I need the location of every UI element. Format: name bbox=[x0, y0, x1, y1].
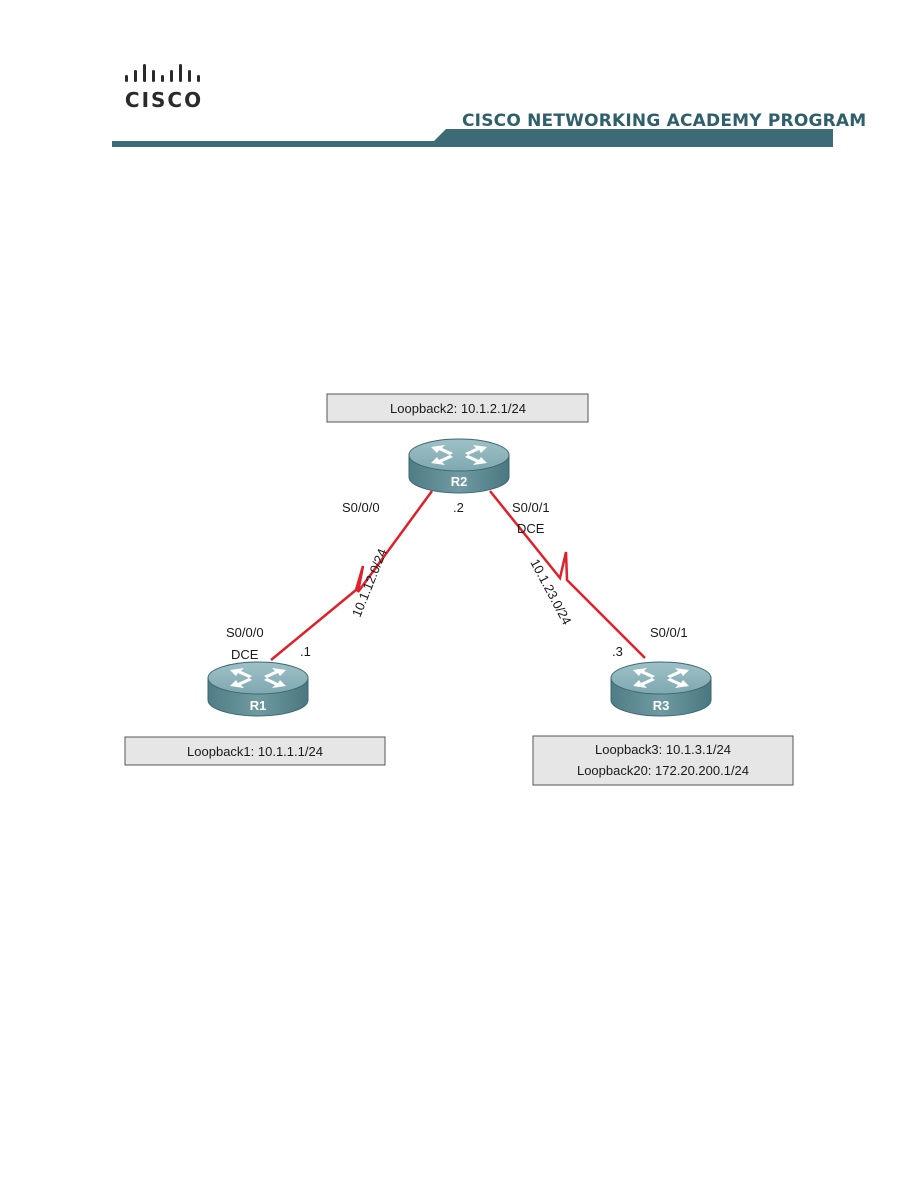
loopback-label: Loopback20: 172.20.200.1/24 bbox=[577, 763, 749, 778]
router-label: R1 bbox=[250, 698, 267, 713]
program-title: CISCO NETWORKING ACADEMY PROGRAM bbox=[462, 111, 867, 131]
loopback-label: Loopback2: 10.1.2.1/24 bbox=[390, 401, 526, 416]
loopback-label: Loopback3: 10.1.3.1/24 bbox=[595, 742, 731, 757]
serial-link-r1-r2 bbox=[270, 490, 434, 661]
router-r3: R3 bbox=[610, 661, 712, 717]
router-r1: R1 bbox=[207, 661, 309, 717]
page-header: CISCO CISCO NETWORKING ACADEMY PROGRAM bbox=[0, 0, 918, 160]
header-accent-bar bbox=[112, 129, 833, 147]
cisco-logo-word: CISCO bbox=[124, 88, 204, 112]
loopback-box-r3: Loopback3: 10.1.3.1/24 Loopback20: 172.2… bbox=[532, 735, 794, 786]
host-label-r1: .1 bbox=[300, 644, 311, 659]
cisco-logo: CISCO bbox=[122, 60, 212, 112]
loopback-box-r2: Loopback2: 10.1.2.1/24 bbox=[326, 393, 589, 423]
interface-label-r1-s000: S0/0/0 bbox=[226, 625, 264, 640]
loopback-box-r1: Loopback1: 10.1.1.1/24 bbox=[124, 736, 386, 766]
cisco-logo-bars-icon bbox=[125, 64, 200, 82]
dce-label-r1: DCE bbox=[231, 647, 259, 662]
host-label-r3: .3 bbox=[612, 644, 623, 659]
interface-label-r3-s001: S0/0/1 bbox=[650, 625, 688, 640]
router-label: R2 bbox=[451, 474, 468, 489]
dce-label-r2: DCE bbox=[517, 521, 545, 536]
router-label: R3 bbox=[653, 698, 670, 713]
host-label-r2: .2 bbox=[453, 500, 464, 515]
router-r2: R2 bbox=[408, 438, 510, 494]
interface-label-r2-s001: S0/0/1 bbox=[512, 500, 550, 515]
network-label-10-1-12: 10.1.12.0/24 bbox=[349, 546, 390, 619]
serial-link-r2-r3 bbox=[489, 490, 646, 659]
interface-label-r2-s000: S0/0/0 bbox=[342, 500, 380, 515]
loopback-label: Loopback1: 10.1.1.1/24 bbox=[187, 744, 323, 759]
